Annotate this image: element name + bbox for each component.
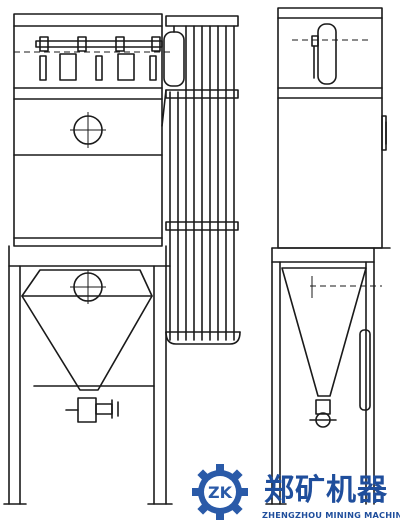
valve-4	[151, 36, 161, 52]
window-2	[59, 53, 77, 81]
side-discharge-valve	[315, 399, 331, 415]
side-drain-pipe	[359, 329, 371, 411]
side-air-tank	[317, 23, 337, 85]
company-logo: ZK 郑矿机器 ZHENGZHOU MINING MACHINERY	[192, 464, 400, 520]
pipe-clamp-2	[165, 221, 239, 231]
blow-pipe-rail	[35, 40, 163, 48]
valve-3	[115, 36, 125, 52]
gear-mark-text: ZK	[208, 483, 233, 502]
air-tank	[163, 31, 185, 87]
front-housing	[13, 13, 163, 247]
gear-inner	[204, 476, 236, 508]
valve-2	[77, 36, 87, 52]
discharge-valve-arm	[95, 403, 113, 415]
side-hopper-cone	[281, 267, 367, 397]
window-5	[149, 55, 157, 81]
window-4	[117, 53, 135, 81]
pipe-bundle	[161, 15, 241, 345]
hopper-cone	[21, 269, 153, 391]
side-housing	[277, 7, 383, 249]
window-1	[39, 55, 47, 81]
front-view	[3, 13, 173, 505]
company-name-en: ZHENGZHOU MINING MACHINERY	[262, 510, 400, 520]
side-view	[265, 7, 391, 505]
side-valve	[311, 35, 319, 47]
valve-1	[39, 36, 49, 52]
pipe-bottom-return	[165, 331, 241, 345]
pipe-top-header	[165, 15, 239, 27]
discharge-valve-body	[77, 397, 97, 423]
gear-logo-icon: ZK	[192, 464, 248, 520]
company-name-cn: 郑矿机器	[264, 473, 388, 508]
window-3	[95, 55, 103, 81]
pipe-brace	[161, 89, 167, 127]
